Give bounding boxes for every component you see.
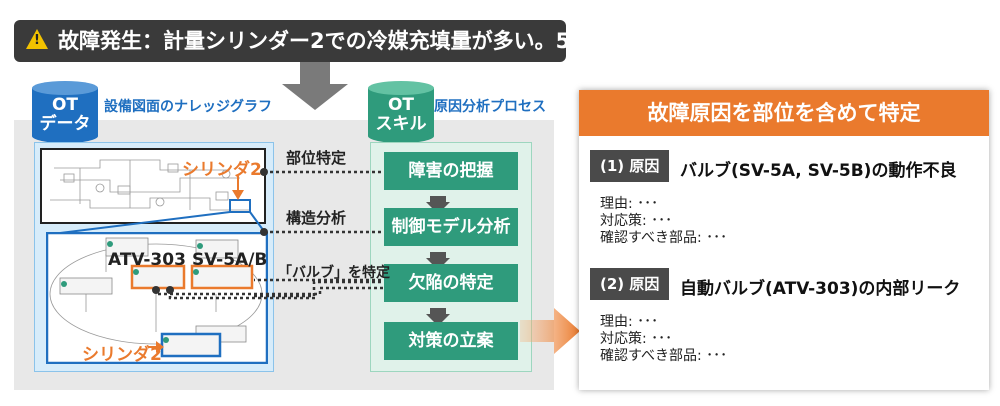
cause-1-reason: 理由: ･･･ (600, 196, 659, 212)
database-icon (32, 81, 98, 143)
step-identify-defect: 欠陥の特定 (384, 264, 518, 302)
cause-2-parts: 確認すべき部品: ･･･ (600, 348, 728, 364)
down-arrow-icon (282, 62, 348, 110)
connector-label-identify-valve: 「バルブ」を特定 (278, 265, 390, 281)
arrow-right-icon (520, 308, 580, 354)
step-grasp-fault: 障害の把握 (384, 152, 518, 190)
equipment-schematic (40, 148, 266, 224)
cylinder-label-top: シリンダ2 (182, 160, 262, 180)
cause-1-text: バルブ(SV-5A, SV-5B)の動作不良 (680, 161, 957, 181)
result-title: 故障原因を部位を含めて特定 (579, 90, 989, 136)
ot-data-caption: 設備図面のナレッジグラフ (104, 99, 272, 115)
ot-skill-caption: 原因分析プロセス (434, 99, 546, 115)
connector-label-structure-analysis: 構造分析 (286, 209, 347, 227)
connector-label-locate-part: 部位特定 (286, 149, 347, 167)
arrow-down-icon (232, 176, 244, 200)
step-control-model: 制御モデル分析 (384, 208, 518, 246)
result-card (579, 90, 989, 390)
ot-data-label: OT データ (39, 95, 91, 134)
process-flow-arrows (426, 196, 450, 326)
alert-text: 故障発生：計量シリンダー2での冷媒充填量が多い。500g→530g。 (58, 29, 712, 53)
step-plan-countermeasure: 対策の立案 (384, 322, 518, 360)
database-icon (368, 81, 434, 143)
cause-1-action: 対応策: ･･･ (600, 213, 673, 229)
arrow-right-icon (148, 341, 164, 353)
cause-1-parts: 確認すべき部品: ･･･ (600, 230, 728, 246)
connector-lines (254, 168, 384, 298)
atv-label: ATV-303 (108, 250, 186, 270)
connector-defect (152, 286, 384, 300)
cause-2-action: 対応策: ･･･ (600, 331, 673, 347)
cylinder-label-bottom: シリンダ2 (82, 345, 162, 365)
warning-icon: ! (26, 29, 48, 49)
cause-1-tag: (1) 原因 (590, 150, 670, 182)
cause-2-tag: (2) 原因 (590, 268, 670, 300)
sv-label: SV-5A/B (192, 250, 268, 270)
alert-banner: ! 故障発生：計量シリンダー2での冷媒充填量が多い。500g→530g。 (14, 20, 712, 62)
cause-2-text: 自動バルブ(ATV-303)の内部リーク (680, 279, 961, 299)
ot-skill-label: OT スキル (375, 95, 427, 134)
cause-2-reason: 理由: ･･･ (600, 314, 659, 330)
